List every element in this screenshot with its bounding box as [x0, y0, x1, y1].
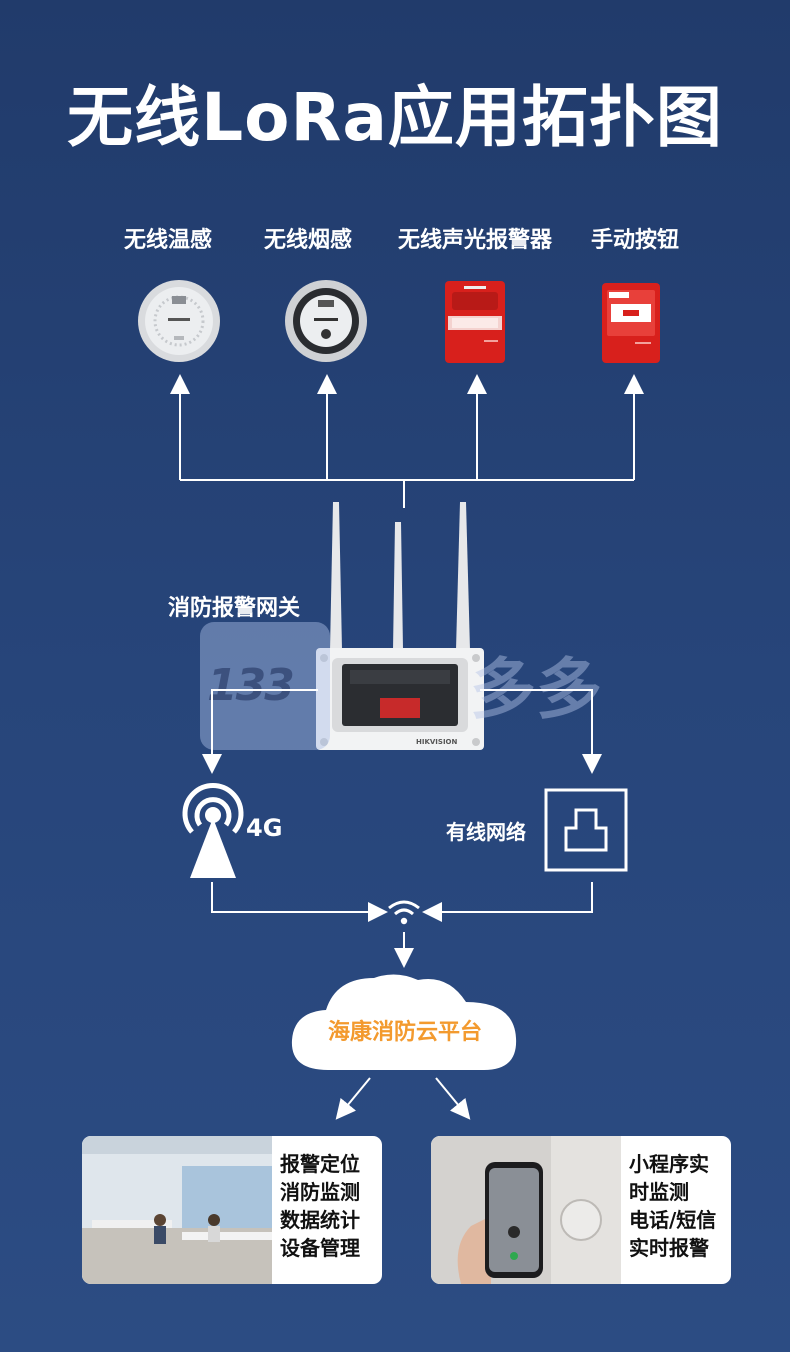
watermark-text: 133 — [207, 660, 295, 711]
card1-line2: 消防监测 — [280, 1180, 360, 1204]
cloud-icon — [291, 974, 517, 1070]
smoke-detector-icon — [285, 280, 367, 362]
phone-photo — [431, 1136, 621, 1284]
page-title: 无线LoRa应用拓扑图 — [67, 79, 723, 156]
manual-call-point-icon — [602, 283, 660, 363]
card2-line1: 小程序实 — [629, 1152, 709, 1176]
gateway-brand: HIKVISION — [416, 738, 458, 746]
card-mobile: 小程序实 时监测 电话/短信 实时报警 — [431, 1136, 731, 1284]
ethernet-port-icon — [544, 788, 628, 872]
cloud-label: 海康消防云平台 — [327, 1020, 482, 1045]
sound-light-alarm-icon — [445, 281, 505, 363]
card2-line3: 电话/短信 — [629, 1208, 717, 1232]
card1-line3: 数据统计 — [280, 1208, 360, 1232]
card1-line4: 设备管理 — [280, 1236, 360, 1260]
cell-tower-icon — [182, 782, 244, 878]
office-photo — [82, 1136, 272, 1284]
card2-line4: 实时报警 — [629, 1236, 709, 1260]
wifi-icon — [388, 900, 420, 925]
cellular-label: 4G — [246, 814, 283, 842]
wired-label: 有线网络 — [446, 820, 526, 844]
gateway-device-icon — [316, 502, 484, 750]
gateway-label: 消防报警网关 — [168, 596, 301, 621]
device-label-alarm: 无线声光报警器 — [397, 228, 552, 253]
device-label-heat: 无线温感 — [123, 228, 212, 253]
device-label-button: 手动按钮 — [590, 228, 679, 253]
card2-line2: 时监测 — [629, 1180, 689, 1204]
heat-detector-icon — [138, 280, 220, 362]
card1-line1: 报警定位 — [280, 1152, 360, 1176]
card-platform: 报警定位 消防监测 数据统计 设备管理 — [82, 1136, 382, 1284]
watermark-box — [200, 622, 330, 750]
device-label-smoke: 无线烟感 — [263, 228, 352, 253]
